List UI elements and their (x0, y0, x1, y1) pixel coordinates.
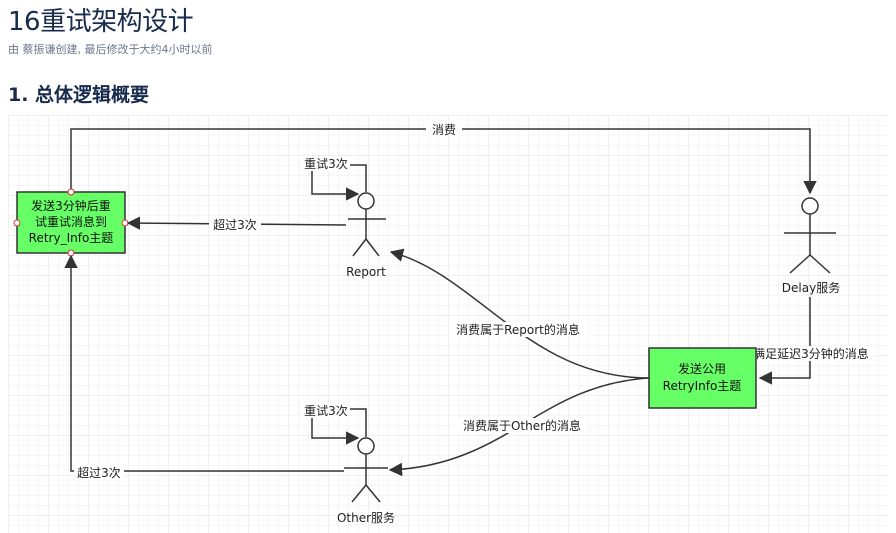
architecture-diagram: 消费 发送3分钟后重 试重试消息到 Retry_Info主题 Report 重试… (8, 115, 888, 533)
edge-delay-satisfied-label: 满足延迟3分钟的消息 (753, 346, 869, 361)
edge-retry-report-label: 重试3次 (304, 156, 348, 171)
connection-point-top (67, 188, 75, 196)
edge-consume-label: 消费 (432, 123, 456, 137)
grid-background (8, 115, 888, 533)
retry-info-box-line1: 发送3分钟后重 (31, 198, 111, 213)
retry-info-topic-box-line2: RetryInfo主题 (663, 379, 742, 393)
report-actor-label: Report (346, 265, 386, 279)
retry-info-box-line3: Retry_Info主题 (29, 231, 114, 245)
retry-info-topic-box[interactable] (648, 347, 757, 409)
delay-service-label: Delay服务 (782, 280, 840, 295)
report-actor[interactable] (348, 192, 386, 257)
connection-point-bottom (67, 249, 75, 257)
retry-info-topic-box-line1: 发送公用 (678, 361, 726, 376)
retry-info-box-line2: 试重试消息到 (35, 214, 107, 229)
connection-point-left (13, 219, 21, 227)
edge-exceed-other-label: 超过3次 (77, 465, 121, 480)
delay-service-actor[interactable] (784, 197, 836, 274)
retry-info-box[interactable] (16, 191, 126, 254)
edge-consume-report-label: 消费属于Report的消息 (456, 322, 580, 337)
page-title: 16重试架构设计 (8, 7, 194, 37)
other-service-actor[interactable] (344, 437, 388, 503)
edge-delay-satisfied (758, 297, 811, 385)
page-byline: 由 蔡振谦创建, 最后修改于大约4小时以前 (8, 43, 213, 56)
edge-retry-other-label: 重试3次 (304, 403, 348, 418)
section-heading: 1. 总体逻辑概要 (8, 84, 150, 106)
connection-point-right (121, 219, 129, 227)
edge-exceed-other (64, 254, 344, 472)
edge-consume-other-label: 消费属于Other的消息 (463, 418, 581, 433)
other-service-label: Other服务 (337, 510, 395, 525)
edge-exceed-report-label: 超过3次 (213, 217, 257, 232)
